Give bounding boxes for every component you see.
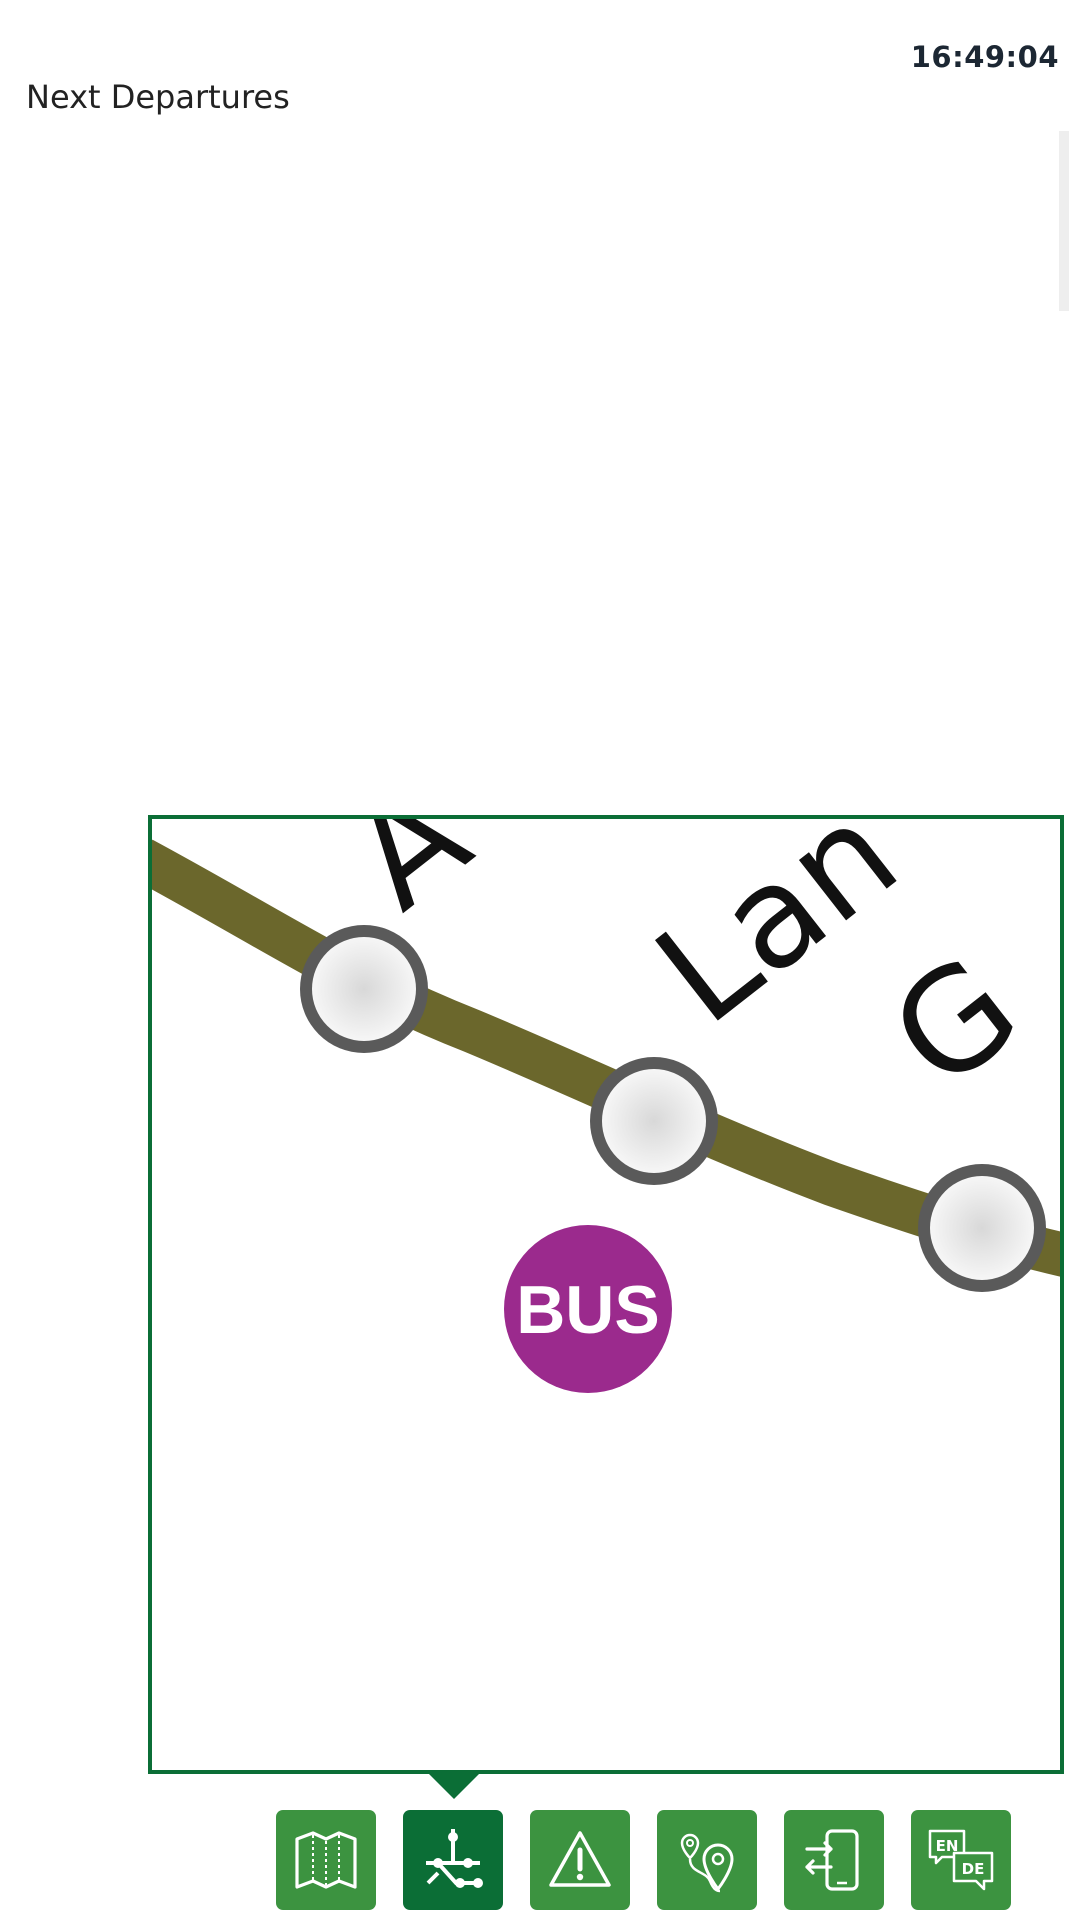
phone-exit-icon <box>805 1829 859 1891</box>
departures-scrollbar[interactable] <box>1059 131 1069 311</box>
page-title: Next Departures <box>26 78 290 116</box>
station-stop[interactable] <box>300 925 428 1053</box>
language-de-label: DE <box>962 1860 985 1878</box>
network-map-viewport[interactable]: A Lan G <box>148 815 1064 1774</box>
network-map: A Lan G <box>152 819 1060 1393</box>
route-button[interactable] <box>657 1810 757 1910</box>
bus-stop-icon[interactable]: BUS <box>504 1225 672 1393</box>
bus-badge-label: BUS <box>516 1272 660 1348</box>
map-icon <box>295 1831 357 1889</box>
station-label-fragment: G <box>863 926 1049 1121</box>
route-pin-icon <box>680 1833 734 1893</box>
language-en-label: EN <box>936 1837 959 1855</box>
alerts-button[interactable] <box>530 1810 630 1910</box>
network-button[interactable] <box>403 1810 503 1910</box>
station-label-fragment: Lan <box>628 819 927 1056</box>
language-toggle-icon: EN DE <box>928 1829 994 1891</box>
exit-button[interactable] <box>784 1810 884 1910</box>
map-button[interactable] <box>276 1810 376 1910</box>
station-stop[interactable] <box>590 1057 718 1185</box>
station-stop[interactable] <box>918 1164 1046 1292</box>
network-lines-icon <box>426 1829 483 1888</box>
language-button[interactable]: EN DE <box>911 1810 1011 1910</box>
active-tab-pointer <box>429 1774 479 1799</box>
station-label-fragment: A <box>323 819 499 941</box>
clock: 16:49:04 <box>910 40 1059 74</box>
warning-icon <box>549 1831 611 1887</box>
